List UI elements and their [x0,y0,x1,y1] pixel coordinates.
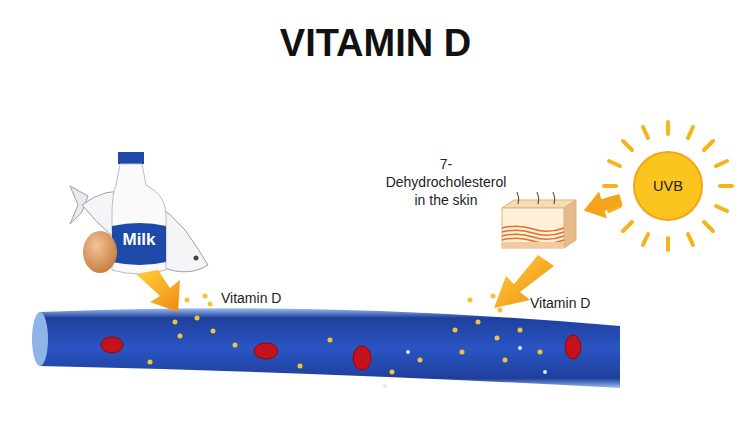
bottle-label: Milk [112,230,166,250]
skin-hair [537,192,539,204]
diagram-title: VITAMIN D [0,22,751,65]
skin-hair [517,192,519,204]
skin-block: 7-Dehydrocholesterol in the skin [498,198,578,250]
skin-hair [553,192,555,204]
skin-base [502,242,564,248]
sun-disc [634,152,702,220]
blood-vessel [32,294,630,396]
node-label: 7-Dehydrocholesterol in the skin [380,155,512,209]
sun-rays [604,122,732,250]
arrow-shaft [601,200,621,206]
arrow-head [584,192,607,219]
milk-bottle [112,152,166,274]
uvb-arrow [584,192,621,219]
egg [83,231,117,273]
sun-label: UVB [633,151,703,221]
skin-side [564,200,576,248]
skin-front [502,208,564,248]
food-arrow [136,270,180,312]
skin-shape [498,198,578,250]
vitamin-label: Vitamin D [221,290,281,306]
sun-circle: UVB [633,151,703,221]
vitamin-label: Vitamin D [530,295,590,311]
